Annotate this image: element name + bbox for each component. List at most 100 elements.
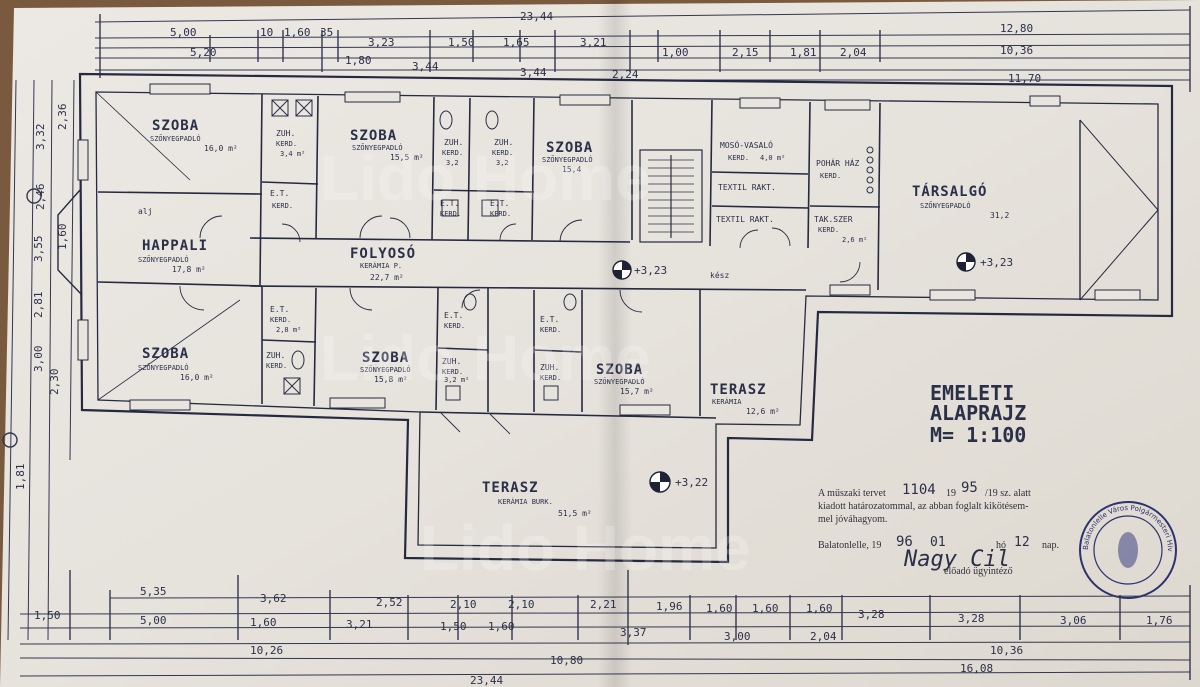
room-zuh-4: ZUH. KERD.	[266, 351, 287, 370]
dim-top-r2-4: 2,24	[612, 68, 639, 81]
svg-text:51,5 m²: 51,5 m²	[558, 509, 592, 518]
svg-text:E.T.: E.T.	[540, 315, 559, 324]
svg-text:3,2: 3,2	[446, 159, 459, 167]
svg-text:TERASZ: TERASZ	[482, 480, 539, 496]
dim-top-r1-7: 3,21	[580, 36, 607, 49]
dim-top-r1-11: 2,04	[840, 46, 867, 59]
svg-text:SZOBA: SZOBA	[142, 346, 189, 362]
drawing-title: EMELETI ALAPRAJZ M= 1:100	[930, 381, 1026, 447]
svg-text:KERD.: KERD.	[820, 172, 841, 180]
svg-text:POHÁR HÁZ: POHÁR HÁZ	[816, 157, 860, 168]
svg-text:TERASZ: TERASZ	[710, 382, 767, 398]
building-walls	[57, 72, 1174, 564]
watermark-text-1: Lido Home	[320, 322, 651, 394]
svg-text:SZŐNYEGPADLÓ: SZŐNYEGPADLÓ	[138, 255, 189, 264]
svg-text:E.T.: E.T.	[270, 305, 289, 314]
svg-text:SZOBA: SZOBA	[152, 118, 199, 134]
dim-overall-top: 23,44	[520, 10, 553, 23]
approval-line1: A műszaki tervet	[818, 488, 886, 499]
level-marker-b: +3,23	[956, 252, 1013, 272]
dim-top-r2-3: 3,44	[520, 66, 547, 79]
svg-text:HAPPALI: HAPPALI	[142, 238, 208, 254]
svg-text:KERD.: KERD.	[270, 316, 291, 324]
approval-ho: hó	[996, 540, 1006, 551]
dim-left-0: 2,36	[56, 104, 69, 131]
dim-bottom-r2-8: 2,04	[810, 630, 837, 643]
title-line2: ALAPRAJZ	[930, 401, 1026, 425]
room-szoba-sw: SZOBA SZŐNYEGPADLÓ 16,0 m²	[138, 346, 214, 382]
svg-text:ZUH.: ZUH.	[442, 357, 461, 366]
dim-left-4: 3,55	[32, 236, 45, 263]
svg-text:KERD.: KERD.	[540, 374, 561, 382]
svg-text:KERÁMIA P.: KERÁMIA P.	[360, 261, 402, 270]
room-et-1: E.T. KERD.	[270, 189, 293, 210]
dim-bottom-r1-13: 1,76	[1146, 614, 1173, 627]
dim-bottom-a: 10,26	[250, 644, 283, 657]
dim-top-r1-2: 1,60	[284, 26, 311, 39]
svg-text:4,0 m²: 4,0 m²	[760, 154, 785, 162]
windows	[77, 83, 1141, 416]
left-dimension-chains	[7, 79, 75, 641]
approval-day: 12	[1014, 535, 1030, 550]
dim-bottom-r1-8: 1,60	[752, 602, 779, 615]
svg-text:KERD.: KERD.	[276, 140, 297, 148]
svg-text:3,2 m²: 3,2 m²	[444, 376, 469, 384]
svg-text:KERD.: KERD.	[540, 326, 561, 334]
svg-text:ZUH.: ZUH.	[444, 138, 463, 147]
dim-left-8: 1,81	[14, 464, 27, 491]
svg-text:KERD.: KERD.	[728, 154, 749, 162]
room-szoba-s2: SZOBA SZŐNYEGPADLÓ 15,8 m²	[360, 350, 411, 384]
svg-text:KERD.: KERD.	[444, 322, 465, 330]
dim-top-b: 10,36	[1000, 44, 1033, 57]
dim-bottom-r1-6: 1,96	[656, 600, 683, 613]
dim-bottom-r2-4: 1,50	[440, 620, 467, 633]
room-pohar: POHÁR HÁZ KERD.	[816, 157, 860, 180]
svg-text:SZOBA: SZOBA	[546, 140, 593, 156]
svg-text:FOLYOSÓ: FOLYOSÓ	[350, 244, 416, 262]
svg-text:22,7 m²: 22,7 m²	[370, 273, 404, 282]
dim-bottom-r1-9: 1,60	[806, 602, 833, 615]
dim-top-r1-9: 2,15	[732, 46, 759, 59]
svg-text:2,6 m²: 2,6 m²	[842, 236, 867, 244]
svg-text:SZŐNYEGPADLÓ: SZŐNYEGPADLÓ	[594, 377, 645, 386]
svg-text:SZŐNYEGPADLÓ: SZŐNYEGPADLÓ	[920, 201, 971, 210]
svg-text:16,0 m²: 16,0 m²	[204, 144, 238, 153]
dim-bottom-r2-7: 3,00	[724, 630, 751, 643]
level-c-label: +3,22	[675, 476, 708, 489]
dim-bottom-r1-0: 5,35	[140, 585, 167, 598]
svg-text:KERD.: KERD.	[492, 149, 513, 157]
dim-bottom-r2-2: 1,60	[250, 616, 277, 629]
svg-text:E.T.: E.T.	[270, 189, 289, 198]
room-szoba-s3: SZOBA SZŐNYEGPADLÓ 15,7 m²	[594, 362, 654, 396]
svg-text:MOSÓ-VASALÓ: MOSÓ-VASALÓ	[720, 139, 773, 150]
dim-bottom-r1-7: 1,60	[706, 602, 733, 615]
svg-text:SZŐNYEGPADLÓ: SZŐNYEGPADLÓ	[150, 134, 201, 143]
dim-top-r1-6: 1,65	[503, 36, 530, 49]
sanitary-fixtures	[271, 99, 874, 401]
room-happali: HAPPALI SZŐNYEGPADLÓ 17,8 m²	[138, 238, 208, 274]
room-zuh-5: ZUH. KERD. 3,2 m²	[442, 357, 469, 384]
svg-text:KERD.: KERD.	[442, 149, 463, 157]
room-szoba-nw: SZOBA SZŐNYEGPADLÓ 16,0 m²	[150, 118, 238, 153]
svg-text:15,8 m²: 15,8 m²	[374, 375, 408, 384]
room-et-3: E.T. KERD.	[490, 199, 511, 218]
title-line1: EMELETI	[930, 381, 1014, 405]
svg-text:KERD.: KERD.	[818, 226, 839, 234]
svg-text:KERÁMIA BURK.: KERÁMIA BURK.	[498, 497, 553, 506]
level-b-label: +3,23	[980, 256, 1013, 269]
approval-nap: nap.	[1042, 540, 1059, 551]
bottom-dimension-labels: 23,44 10,26 10,80 10,36 16,08 5,35 3,62 …	[34, 585, 1173, 687]
room-tarsalgo: TÁRSALGÓ SZŐNYEGPADLÓ 31,2	[912, 182, 1009, 220]
dim-bottom-r1-1: 3,62	[260, 592, 287, 605]
svg-text:KERD.: KERD.	[490, 210, 511, 218]
interior-walls	[97, 93, 881, 419]
room-et-6: E.T. KERD.	[540, 315, 561, 334]
svg-text:15,7 m²: 15,7 m²	[620, 387, 654, 396]
dim-bottom-d: 16,08	[960, 662, 993, 675]
approval-block: A műszaki tervet 1104 19 95 /19 sz. alat…	[818, 480, 1059, 577]
room-et-5: E.T. KERD.	[444, 311, 465, 330]
dim-bottom-r1-12: 3,06	[1060, 614, 1087, 627]
room-et-4: E.T. KERD. 2,8 m²	[270, 305, 301, 334]
dim-left-6: 3,00	[32, 346, 45, 373]
svg-text:ZUH.: ZUH.	[266, 351, 285, 360]
